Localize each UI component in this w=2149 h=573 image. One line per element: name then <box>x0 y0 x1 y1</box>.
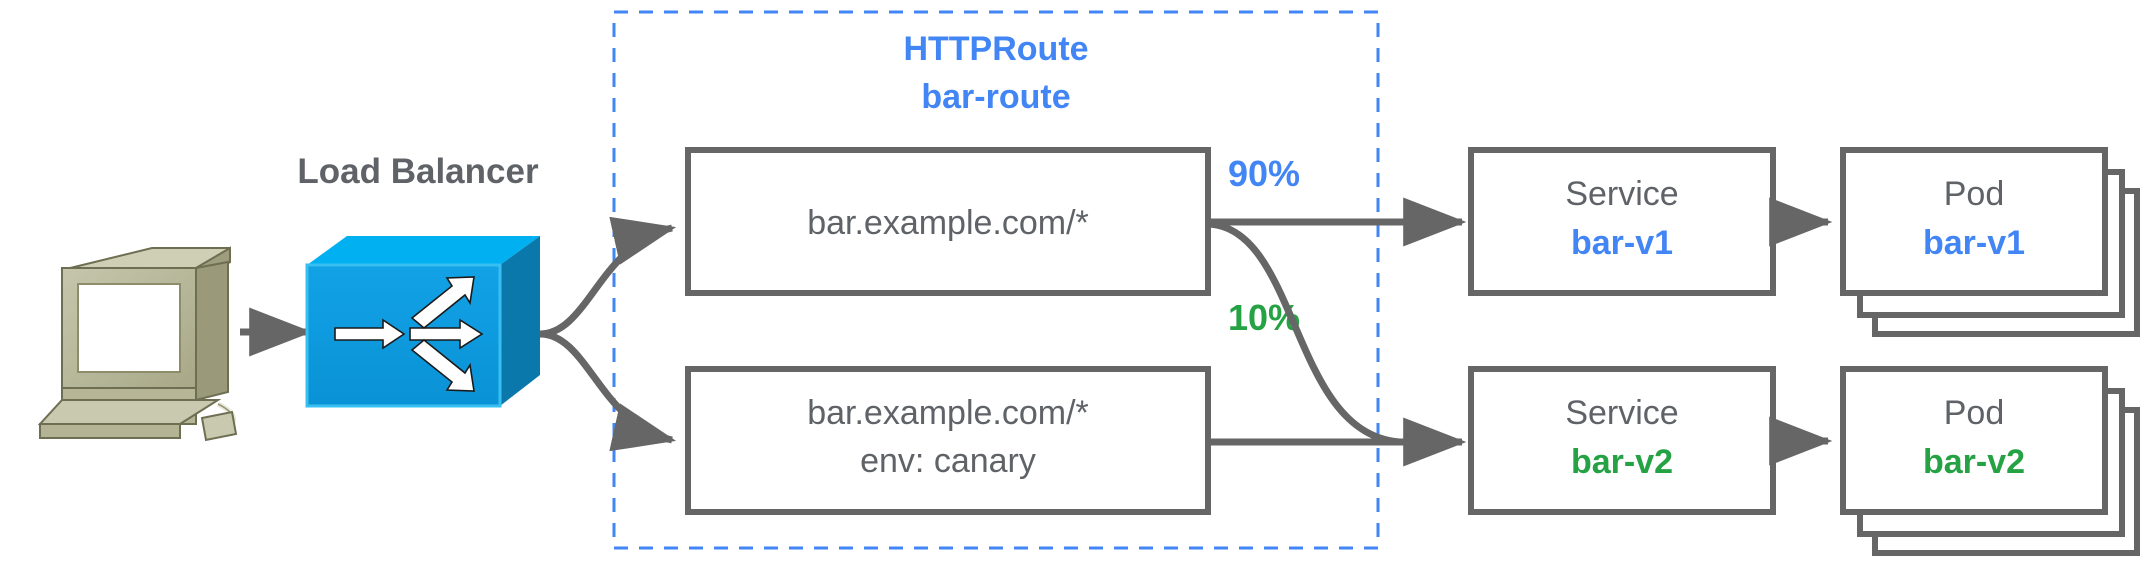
httproute-kind-label: HTTPRoute <box>903 30 1088 68</box>
match-box-canary[interactable] <box>685 366 1211 515</box>
arrow-lb-to-match-primary <box>539 216 677 338</box>
service-v2-kind-label: Service <box>1565 394 1678 432</box>
service-v1-name-label: bar-v1 <box>1571 224 1673 262</box>
load-balancer-switch-icon <box>305 236 540 408</box>
arrow-primary-to-service-v2 <box>1207 220 1401 446</box>
service-box-bar-v1[interactable] <box>1468 147 1776 296</box>
pod-stack-bar-v2[interactable]: Pod bar-v2 <box>1840 366 2140 556</box>
service-v1-kind-label: Service <box>1565 175 1678 213</box>
match-canary-label-line1: bar.example.com/* <box>807 394 1089 432</box>
pod-v2-name-label: bar-v2 <box>1923 443 2025 481</box>
match-box-primary[interactable] <box>685 147 1211 296</box>
service-v2-name-label: bar-v2 <box>1571 443 1673 481</box>
httproute-name-label: bar-route <box>921 78 1070 116</box>
load-balancer-label: Load Balancer <box>297 152 539 191</box>
weight-90-label: 90% <box>1228 153 1300 194</box>
arrow-lb-to-match-canary <box>539 330 677 452</box>
service-box-bar-v2[interactable] <box>1468 366 1776 515</box>
match-primary-label: bar.example.com/* <box>807 204 1089 242</box>
pod-box-bar-v1[interactable] <box>1840 147 2108 296</box>
pod-v1-name-label: bar-v1 <box>1923 224 2025 262</box>
workstation-icon <box>37 246 238 442</box>
pod-box-bar-v2[interactable] <box>1840 366 2108 515</box>
pod-stack-bar-v1[interactable]: Pod bar-v1 <box>1840 147 2140 337</box>
pod-v1-kind-label: Pod <box>1944 175 2005 213</box>
pod-v2-kind-label: Pod <box>1944 394 2005 432</box>
match-canary-label-line2: env: canary <box>860 442 1036 480</box>
httproute-boundary <box>612 10 1380 550</box>
